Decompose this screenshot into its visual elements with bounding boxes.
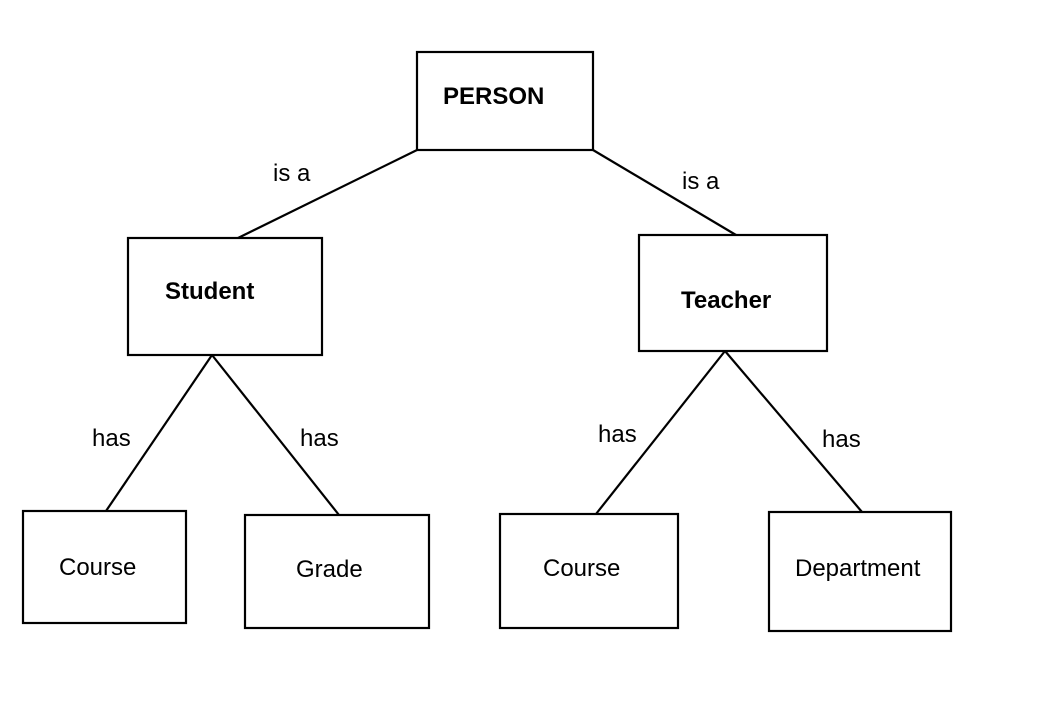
node-teacher: Teacher <box>637 233 829 353</box>
node-student: Student <box>126 236 324 357</box>
node-teacher-box <box>637 233 829 353</box>
edge-label-teacher-course: has <box>598 421 637 448</box>
node-teacher-course-box <box>498 512 680 630</box>
edge-student-grade <box>211 354 340 516</box>
node-student-box <box>126 236 324 357</box>
node-department-box <box>767 510 953 633</box>
edge-label-person-teacher: is a <box>682 168 720 195</box>
node-student-label: Student <box>165 278 254 305</box>
node-grade-label: Grade <box>296 556 363 583</box>
edge-teacher-department <box>724 350 863 513</box>
node-teacher-course: Course <box>498 512 680 630</box>
node-person: PERSON <box>415 50 595 152</box>
node-teacher-course-label: Course <box>543 555 620 582</box>
edge-label-teacher-department: has <box>822 426 861 453</box>
edge-label-student-grade: has <box>300 425 339 452</box>
node-student-course-box <box>21 509 188 625</box>
node-teacher-label: Teacher <box>681 287 771 314</box>
edge-person-teacher <box>592 149 737 236</box>
node-grade-box <box>243 513 431 630</box>
edge-student-course <box>105 354 213 512</box>
edge-label-person-student: is a <box>273 160 311 187</box>
node-person-box <box>415 50 595 152</box>
node-grade: Grade <box>243 513 431 630</box>
edge-teacher-course <box>595 350 726 515</box>
node-student-course-label: Course <box>59 554 136 581</box>
node-student-course: Course <box>21 509 188 625</box>
edge-person-student <box>237 149 418 239</box>
edge-label-student-course: has <box>92 425 131 452</box>
node-department-label: Department <box>795 555 921 582</box>
node-person-label: PERSON <box>443 83 544 110</box>
node-department: Department <box>767 510 953 633</box>
